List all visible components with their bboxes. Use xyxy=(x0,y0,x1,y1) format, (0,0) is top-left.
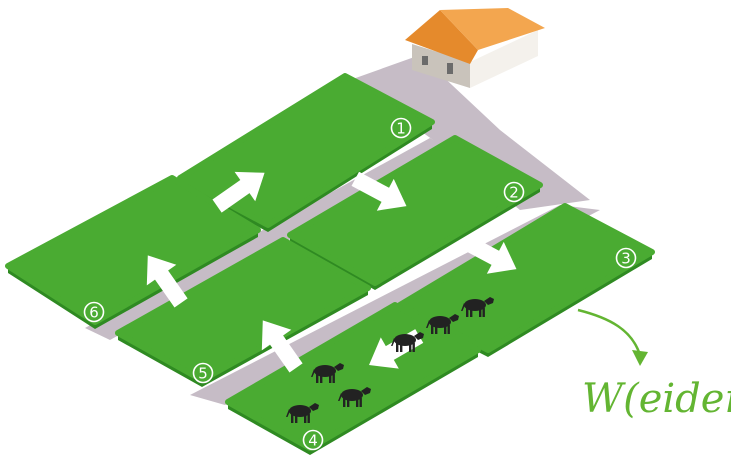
field-number-label: 3 xyxy=(621,250,631,268)
label-pointer-arrowhead xyxy=(632,350,648,366)
field-number-label: 5 xyxy=(198,365,208,383)
label-pointer-arrow xyxy=(578,310,640,355)
field-number-label: 4 xyxy=(308,432,318,450)
field-number-label: 1 xyxy=(396,120,406,138)
field-number-label: 6 xyxy=(89,304,99,322)
field-number-label: 2 xyxy=(509,184,519,202)
rotation-label: W(eiden) xyxy=(582,376,731,422)
